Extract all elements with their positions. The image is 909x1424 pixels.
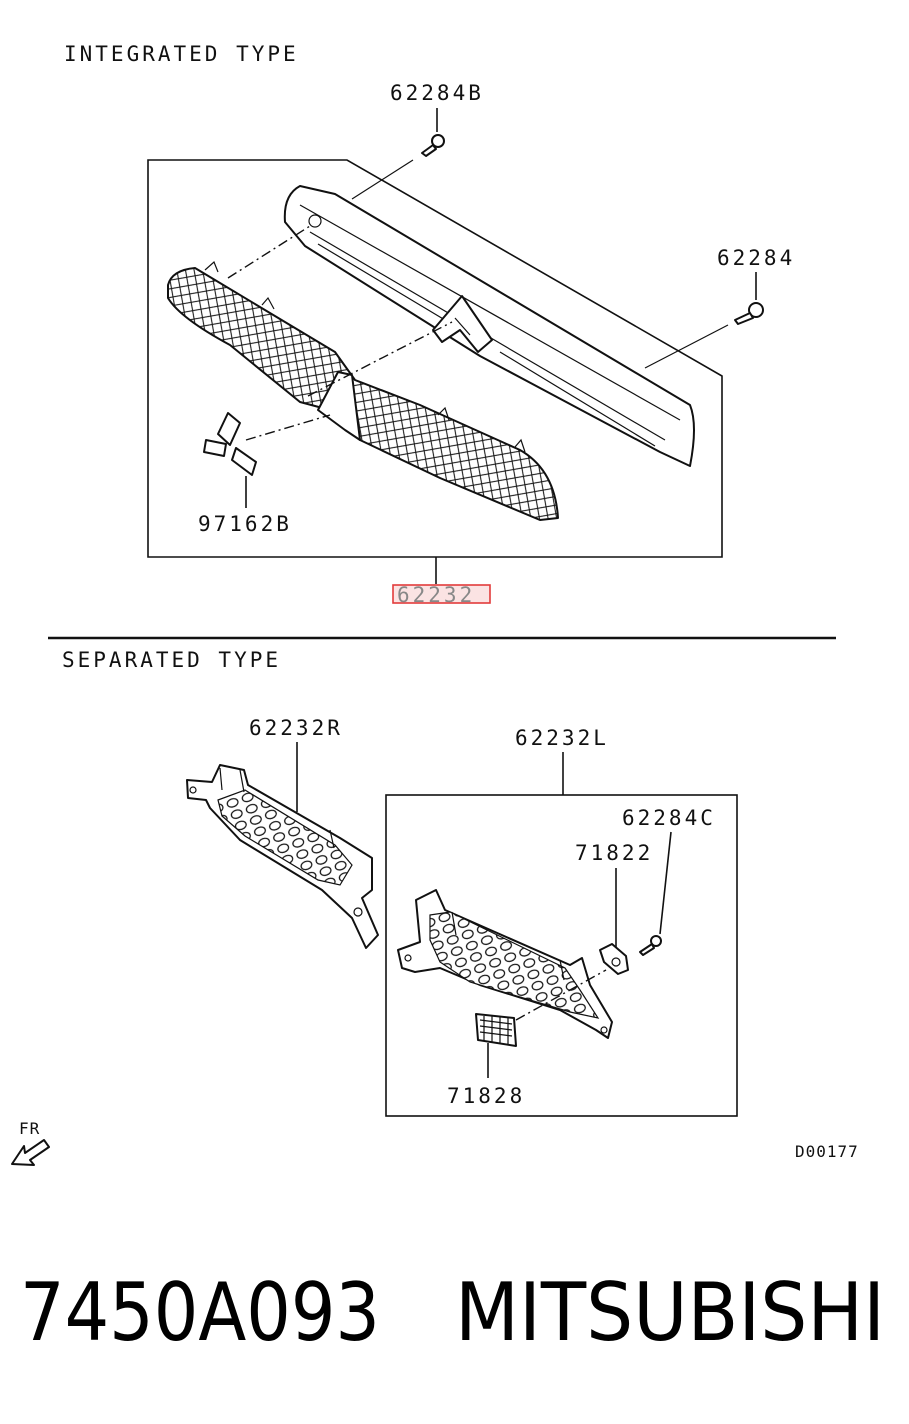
part-label-62284b[interactable]: 62284B bbox=[390, 81, 484, 105]
right-grille-piece[interactable] bbox=[186, 764, 379, 949]
clip-icon bbox=[599, 943, 629, 975]
part-label-62232[interactable]: 62232 bbox=[397, 583, 475, 607]
diagram-code: D00177 bbox=[795, 1142, 859, 1161]
part-label-62284[interactable]: 62284 bbox=[717, 246, 795, 270]
part-label-62232r[interactable]: 62232R bbox=[249, 716, 343, 740]
mesh-grille[interactable] bbox=[167, 260, 559, 521]
front-direction-label: FR bbox=[19, 1119, 40, 1138]
part-label-97162b[interactable]: 97162B bbox=[198, 512, 292, 536]
left-grille-piece[interactable] bbox=[397, 889, 613, 1039]
lamp-icon[interactable] bbox=[475, 1013, 517, 1047]
front-arrow-icon bbox=[11, 1139, 50, 1166]
screw-icon bbox=[421, 134, 445, 157]
part-label-62284c[interactable]: 62284C bbox=[622, 806, 716, 830]
separated-type-heading: SEPARATED TYPE bbox=[62, 648, 281, 672]
integrated-type-heading: INTEGRATED TYPE bbox=[64, 42, 299, 66]
three-diamond-emblem-icon[interactable] bbox=[203, 412, 257, 476]
grille-frame[interactable] bbox=[283, 185, 695, 467]
part-label-71828[interactable]: 71828 bbox=[447, 1084, 525, 1108]
screw-icon bbox=[734, 302, 764, 325]
highlight-box bbox=[392, 584, 491, 604]
footer-brand: MITSUBISHI bbox=[455, 1266, 885, 1359]
left-grille-box bbox=[385, 794, 738, 1117]
integrated-assembly-box bbox=[147, 159, 723, 558]
footer-part-number: 7450A093 bbox=[20, 1266, 380, 1359]
screw-icon bbox=[639, 935, 662, 956]
part-label-62232l[interactable]: 62232L bbox=[515, 726, 609, 750]
part-label-71822[interactable]: 71822 bbox=[575, 841, 653, 865]
